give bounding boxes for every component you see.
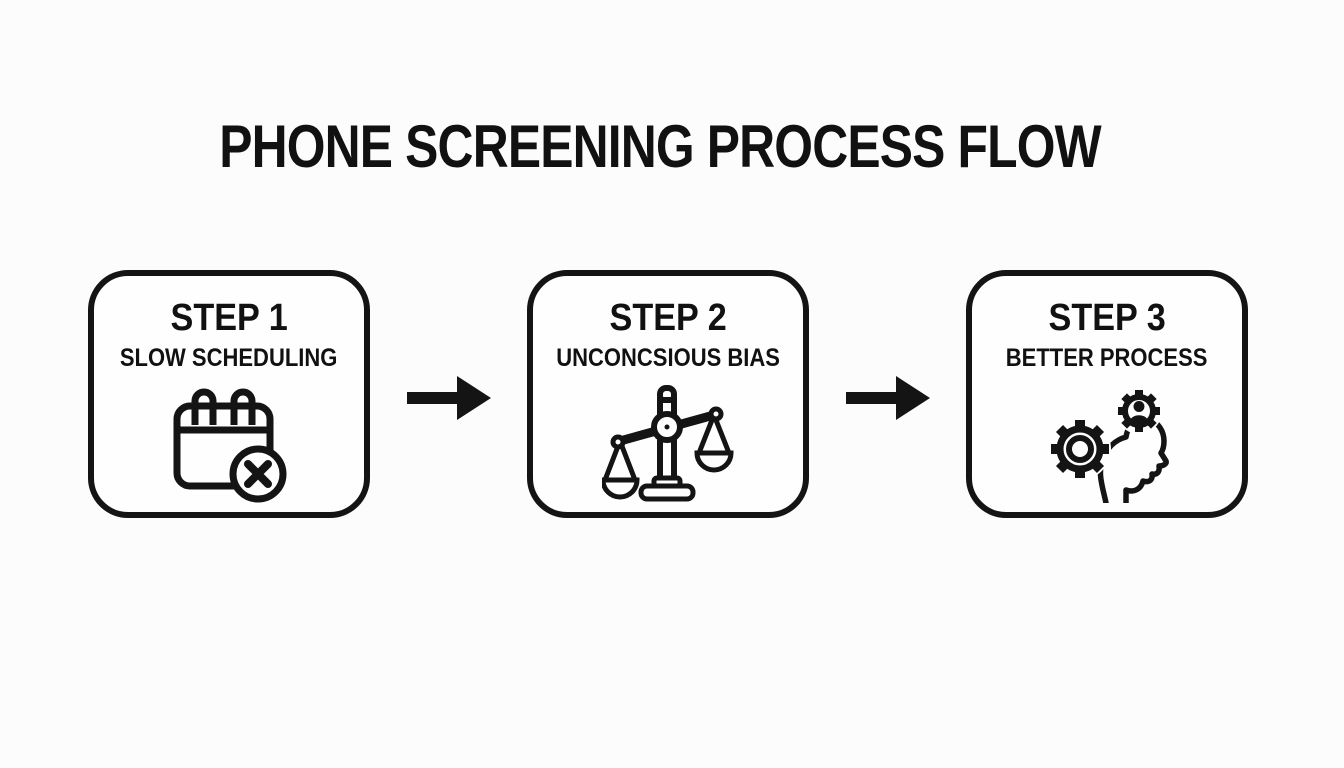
arrow-right-icon-2 (845, 375, 930, 421)
step-2-label: STEP 2 (609, 297, 727, 339)
step-2-sublabel: UNCONCSIOUS BIAS (556, 343, 780, 372)
step-1-sublabel: SLOW SCHEDULING (120, 343, 338, 372)
step-3-box: STEP 3 BETTER PROCESS (966, 270, 1248, 518)
page-title: PHONE SCREENING PROCESS FLOW (219, 113, 1101, 180)
step-3-sublabel: BETTER PROCESS (1006, 343, 1208, 372)
step-2-box: STEP 2 UNCONCSIOUS BIAS (527, 270, 809, 518)
step-1-label: STEP 1 (170, 297, 288, 339)
arrow-right-icon-1 (406, 375, 491, 421)
step-1-box: STEP 1 SLOW SCHEDULING (88, 270, 370, 518)
balance-scale-icon (602, 377, 734, 512)
head-gears-icon (1036, 377, 1178, 512)
calendar-x-icon (168, 377, 290, 512)
process-flow: STEP 1 SLOW SCHEDULING STEP 2 UNCONCSIOU… (88, 270, 1248, 518)
step-3-label: STEP 3 (1048, 297, 1166, 339)
